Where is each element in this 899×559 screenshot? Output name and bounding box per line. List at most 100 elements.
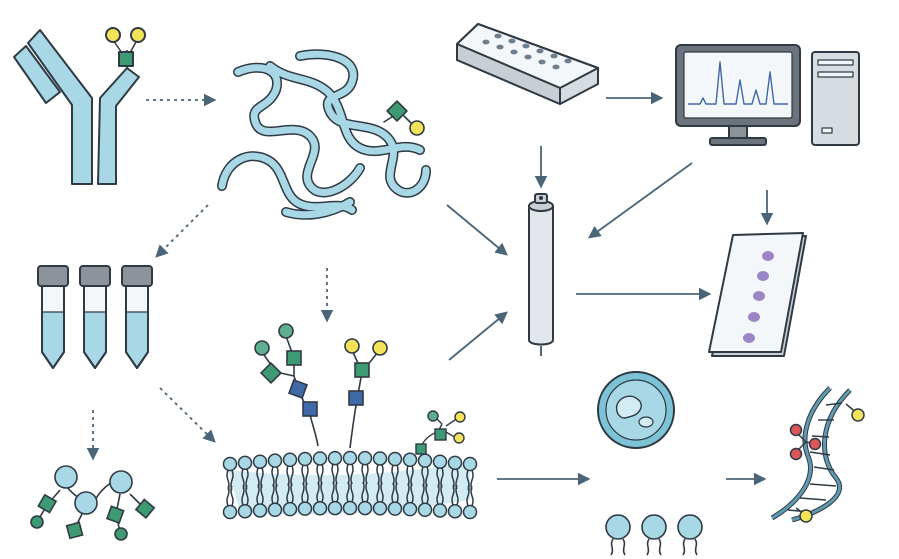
- lipid-head: [342, 500, 358, 516]
- lipid-tail: [376, 464, 380, 485]
- lipid-head: [357, 450, 373, 466]
- lipid-head: [372, 501, 388, 516]
- lipid-head: [402, 452, 418, 468]
- lipid-head: [372, 451, 388, 466]
- lipid-tail: [365, 481, 369, 503]
- lipid-head: [387, 501, 403, 516]
- nucleic-acid-strand-icon: [770, 386, 865, 523]
- lipid-tail: [391, 464, 395, 486]
- arrows: [86, 91, 774, 486]
- sample-tubes-icon: [37, 265, 153, 369]
- lipid-tail: [436, 484, 440, 505]
- lipid-head: [357, 500, 373, 516]
- lipid-tail: [455, 484, 459, 506]
- lipid-head: [237, 455, 253, 471]
- lipid-head: [402, 501, 418, 517]
- arrow-tubes-to-membrane: [159, 387, 216, 443]
- lipid-tail: [391, 482, 395, 503]
- lipid-tail: [421, 483, 425, 505]
- gel-plate-icon: [708, 232, 807, 357]
- lipid-tail: [316, 464, 320, 485]
- lipid-tail: [331, 463, 335, 485]
- lipid-head: [282, 501, 298, 517]
- lipid-tail: [335, 463, 339, 485]
- membrane-glycan-left: [254, 323, 319, 447]
- lipid-bilayer-icon: [222, 323, 478, 520]
- lipid-head: [462, 504, 478, 520]
- lipid-head: [387, 451, 403, 467]
- lipid-tail: [331, 481, 335, 503]
- lipid-tail: [470, 485, 474, 507]
- lipid-tail: [346, 463, 350, 485]
- lipid-tail: [380, 481, 384, 503]
- lipid-tail: [290, 482, 294, 504]
- lipid-tail: [361, 481, 365, 503]
- lipid-head: [267, 502, 283, 518]
- lipid-tail: [260, 484, 264, 505]
- nucleus-body: [615, 395, 642, 419]
- membrane-glycan-middle: [344, 338, 388, 449]
- lipid-tail: [365, 463, 369, 485]
- arrow-protein-to-tubes: [155, 204, 209, 258]
- lipid-tail: [380, 464, 384, 485]
- cell-icon: [597, 371, 675, 449]
- lipid-tail: [271, 483, 275, 505]
- lipid-head: [267, 453, 283, 468]
- lipid-tail: [350, 463, 354, 485]
- lipid-tail: [406, 482, 410, 504]
- lipid-tail: [451, 484, 455, 506]
- arrow-computer-to-column: [587, 162, 693, 239]
- lipid-head: [342, 450, 358, 466]
- computer-workstation-icon: [675, 44, 860, 146]
- lipid-head: [312, 451, 328, 466]
- lipid-tail: [395, 482, 399, 503]
- glycoprotein-ribbon-icon: [217, 49, 431, 220]
- membrane-glycan-right: [415, 410, 466, 455]
- lipid-tail: [301, 464, 305, 486]
- lipid-tail: [376, 481, 380, 503]
- lipid-tail: [301, 482, 305, 503]
- chromatogram-trace: [688, 61, 788, 105]
- tube-1: [37, 265, 69, 369]
- lipid-head: [447, 503, 463, 519]
- lipid-tail: [466, 485, 470, 507]
- chromatography-column-icon: [528, 193, 554, 356]
- lipid-tail: [275, 483, 279, 505]
- tube-2: [79, 265, 111, 369]
- lipid-head: [432, 503, 448, 518]
- lipid-tail: [361, 463, 365, 485]
- lipid-tail: [305, 464, 309, 486]
- lipid-tail: [230, 485, 234, 507]
- lipid-tail: [256, 484, 260, 505]
- lipid-head: [312, 501, 328, 516]
- monitor: [675, 44, 801, 146]
- lipid-tail: [320, 464, 324, 485]
- lipid-head: [252, 503, 268, 518]
- lipid-head: [282, 452, 298, 468]
- lipid-head: [327, 450, 343, 466]
- lipid-head: [297, 451, 313, 467]
- lipid-tail: [305, 482, 309, 503]
- microplate-icon: [456, 23, 599, 105]
- antibody-icon: [13, 27, 146, 185]
- lipid-head: [417, 502, 433, 518]
- lipid-head: [462, 456, 478, 472]
- lipid-head: [297, 501, 313, 516]
- lipid-tail: [226, 485, 230, 507]
- lipid-tail: [440, 484, 444, 505]
- lipid-head: [417, 453, 433, 468]
- lipid-tail: [316, 481, 320, 503]
- lipid-head: [222, 456, 238, 472]
- lipid-tail: [350, 481, 354, 503]
- arrow-membrane-to-column: [448, 311, 508, 361]
- lipid-tail: [335, 481, 339, 503]
- lipid-head: [432, 454, 448, 469]
- lipid-tail: [245, 484, 249, 506]
- liposomes-icon: [605, 514, 703, 556]
- tube-3: [121, 265, 153, 369]
- lipid-head: [222, 504, 238, 520]
- lipid-tail: [286, 482, 290, 504]
- lipid-tail: [346, 481, 350, 503]
